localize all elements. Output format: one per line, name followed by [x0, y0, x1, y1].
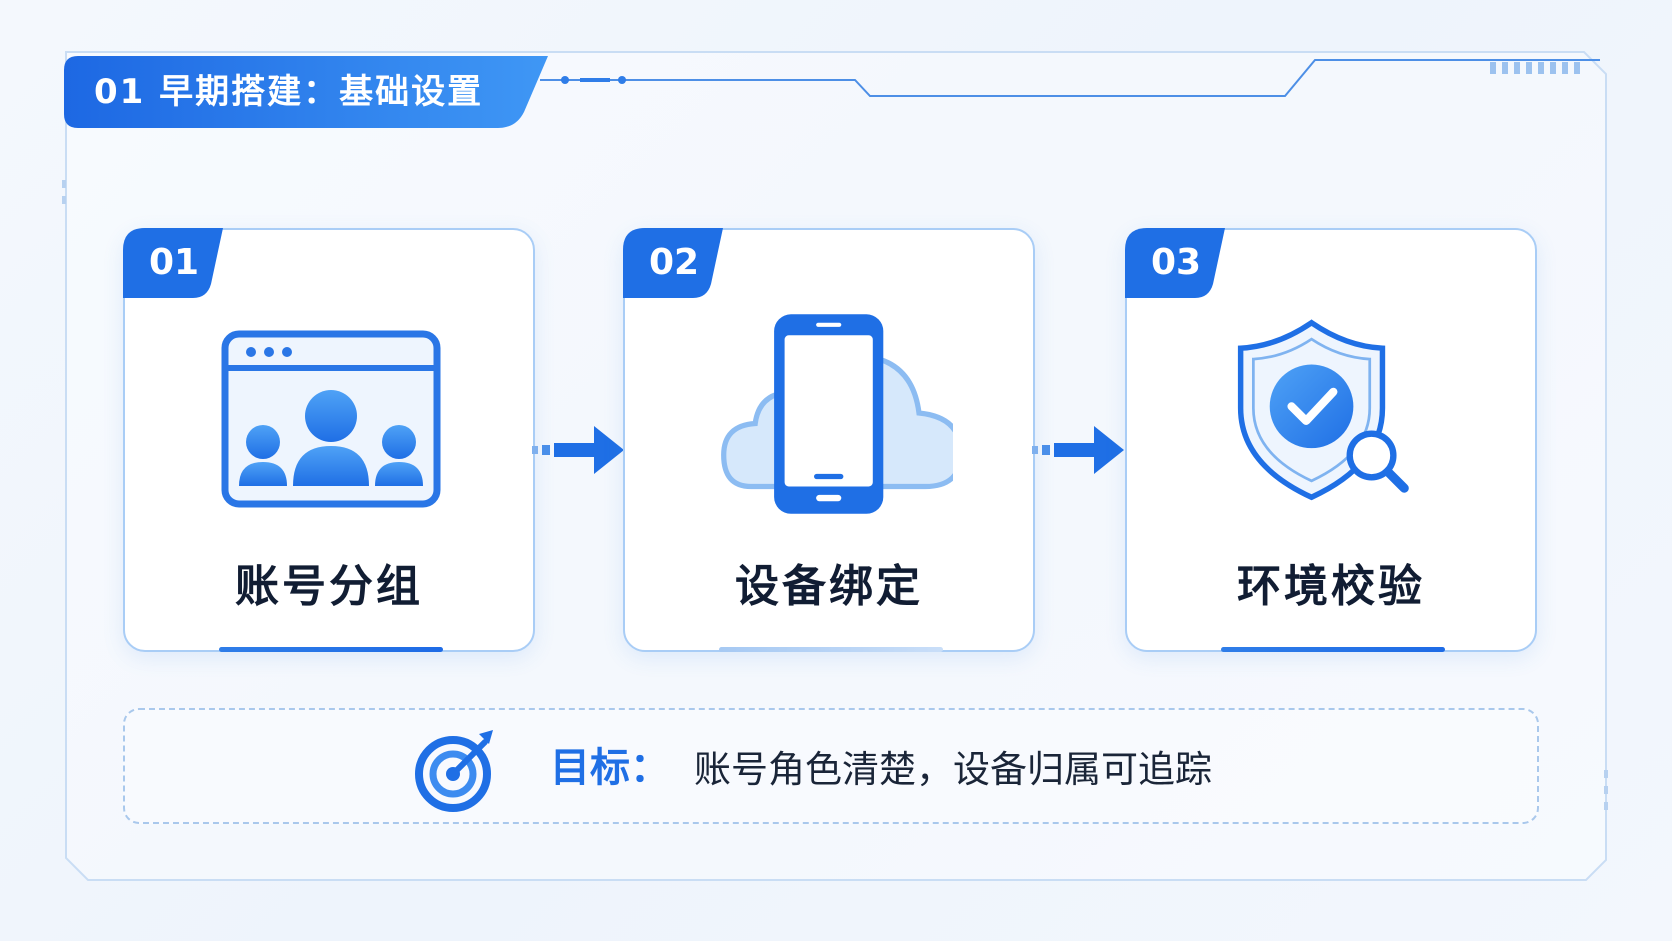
goal-box	[123, 708, 1539, 824]
step-card-device-binding: 02 设备绑定	[623, 228, 1035, 652]
step-badge	[623, 228, 723, 298]
step-number: 03	[1151, 242, 1202, 283]
page-title: 01 早期搭建：基础设置	[94, 72, 484, 112]
shield-check-search-icon	[1237, 319, 1409, 501]
card-accent-bar	[719, 647, 943, 652]
step-card-env-check: 03 环境校验	[1125, 228, 1537, 652]
phone-cloud-icon	[721, 314, 953, 514]
target-icon	[415, 730, 493, 812]
arrow-right-icon	[1032, 426, 1124, 474]
step-card-account-group: 01 账号分组	[123, 228, 535, 652]
header-tab	[64, 56, 548, 128]
card-accent-bar	[219, 647, 443, 652]
browser-users-icon	[221, 330, 441, 508]
step-number: 01	[149, 242, 200, 283]
goal-text: 账号角色清楚，设备归属可追踪	[694, 748, 1212, 791]
step-badge	[1125, 228, 1225, 298]
goal-label: 目标：	[550, 745, 670, 791]
step-number: 02	[649, 242, 700, 283]
step-label: 账号分组	[235, 561, 423, 612]
card-accent-bar	[1221, 647, 1445, 652]
step-label: 设备绑定	[735, 561, 923, 612]
arrow-right-icon	[532, 426, 624, 474]
step-label: 环境校验	[1237, 561, 1425, 612]
step-badge	[123, 228, 223, 298]
